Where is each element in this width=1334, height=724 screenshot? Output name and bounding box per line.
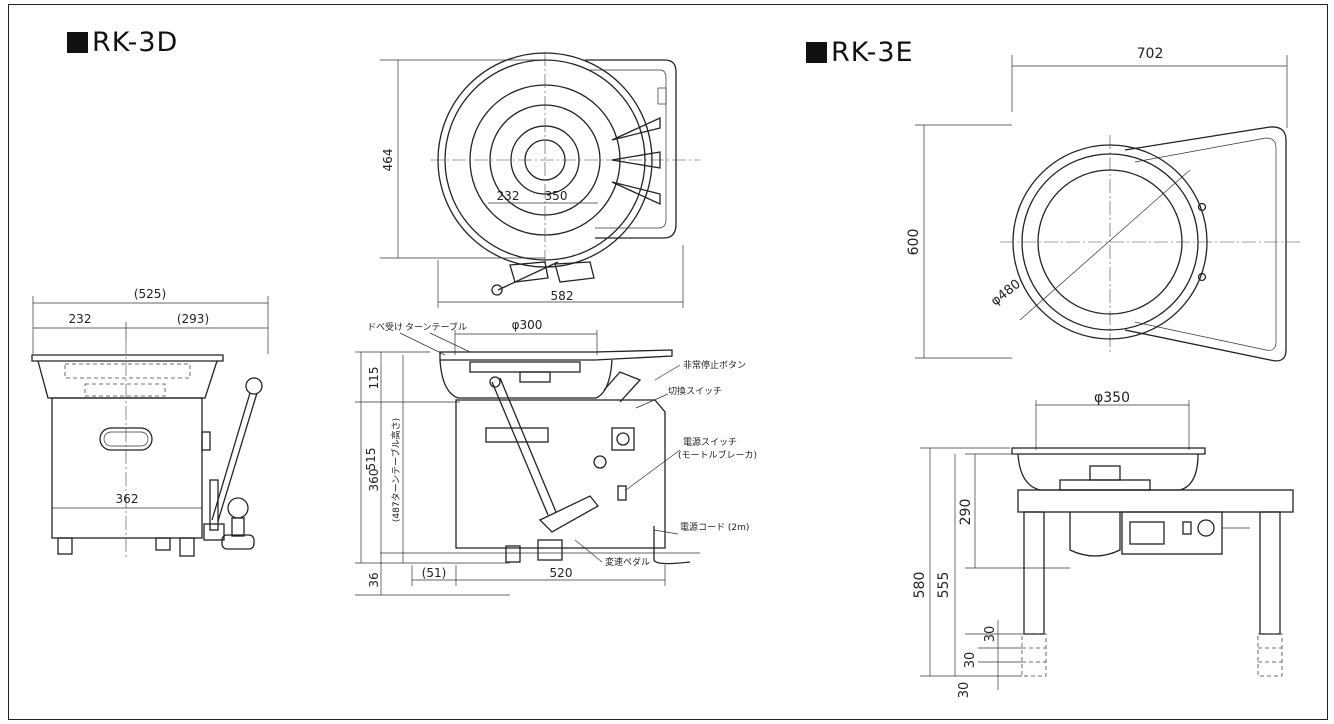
title-marker-icon <box>806 42 827 63</box>
dim-top-depth: 464 <box>381 149 395 172</box>
dim-table-height: (487ターンテーブル高さ) <box>390 418 402 522</box>
rk3e-side-view: φ350 580 555 <box>912 390 1294 699</box>
dim-top-r1: 232 <box>497 189 520 203</box>
dim-3e-foot2: 30 <box>963 652 978 669</box>
dim-3e-width: 702 <box>1137 46 1164 62</box>
dim-3e-turntable-dia: φ350 <box>1094 390 1130 406</box>
dim-top-width: 582 <box>551 289 574 303</box>
dim-3e-h555: 555 <box>936 572 952 599</box>
label-power-switch: 電源スイッチ <box>683 437 737 448</box>
dim-turntable-dia: φ300 <box>512 318 543 332</box>
label-emergency-stop: 非常停止ボタン <box>683 359 746 371</box>
label-power-cord: 電源コード (2m) <box>680 522 749 533</box>
title-rk3e: RK-3E <box>806 37 914 68</box>
dim-3e-pan-dia: φ480 <box>988 277 1024 309</box>
dim-upper-height: 115 <box>367 367 381 390</box>
label-speed-pedal: 変速ペダル <box>605 556 650 568</box>
dim-foot-height: 36 <box>367 572 381 587</box>
dim-side-depth: 520 <box>550 566 573 580</box>
rk3e-top-view: 702 600 φ480 <box>906 46 1300 362</box>
dim-left: 232 <box>69 312 92 326</box>
dim-body-height: 360 <box>367 469 381 492</box>
title-marker-icon <box>67 32 88 53</box>
dim-3e-foot1: 30 <box>983 626 998 643</box>
dim-right: (293) <box>177 312 209 326</box>
dim-overall-width: (525) <box>134 287 166 301</box>
dim-inner-width: 362 <box>116 492 139 506</box>
dim-3e-overall-h: 580 <box>912 572 928 599</box>
dim-overall-height: 515 <box>364 448 378 471</box>
rk3d-front-view: (525) 232 (293) 362 <box>31 287 269 558</box>
rk3d-top-view: 464 232 350 582 <box>380 52 700 308</box>
label-turntable: ターンテーブル <box>405 321 467 333</box>
label-splash-pan: ドベ受け <box>367 321 403 333</box>
title-rk3d: RK-3D <box>67 27 178 58</box>
label-selector-switch: 切換スイッチ <box>668 385 722 397</box>
dim-offset: (51) <box>422 566 447 580</box>
dim-top-r2: 350 <box>545 189 568 203</box>
rk3d-side-view: φ300 ドベ受け ターンテーブル 非常停止ボタン 切換スイッチ 電源スイッチ … <box>355 318 757 596</box>
dim-3e-h290: 290 <box>958 499 974 526</box>
dim-3e-depth: 600 <box>906 229 922 256</box>
label-motor-breaker: (モートルブレーカ) <box>678 449 757 461</box>
drawing-frame <box>8 4 1328 720</box>
dim-3e-foot3: 30 <box>957 682 972 699</box>
